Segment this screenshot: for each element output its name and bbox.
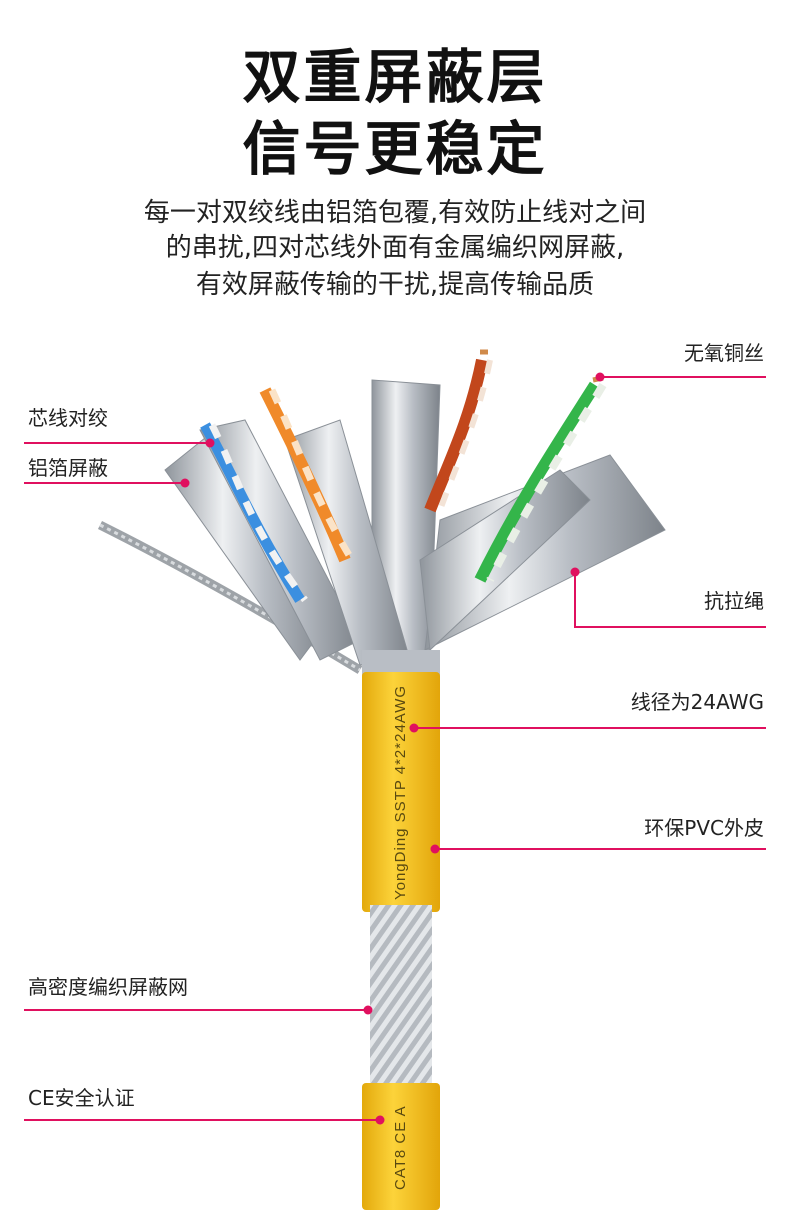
foil-shield-right2 — [419, 469, 591, 652]
pvc-jacket-upper — [362, 672, 440, 912]
label-twisted-pair: 芯线对绞 — [28, 406, 108, 430]
label-ce-cert: CE安全认证 — [28, 1086, 135, 1110]
cable-print-lower: CAT8 CE A — [392, 1105, 409, 1190]
description-line1: 每一对双绞线由铝箔包覆,有效防止线对之间 — [143, 198, 647, 228]
green-pair — [474, 381, 601, 583]
label-pvc-jacket: 环保PVC外皮 — [644, 816, 764, 840]
label-rip-cord: 抗拉绳 — [704, 589, 764, 613]
label-foil-shield: 铝箔屏蔽 — [28, 456, 108, 480]
callout-dots — [180, 372, 605, 1125]
brown-pair — [424, 358, 488, 513]
description-line3: 有效屏蔽传输的干扰,提高传输品质 — [195, 270, 595, 300]
callout-rip-cord — [574, 572, 766, 628]
pvc-jacket-lower — [362, 1083, 440, 1210]
cable-print-upper: YongDing SSTP 4*2*24AWG — [392, 685, 409, 900]
braid-shield — [370, 905, 432, 1087]
label-wire-gauge: 线径为24AWG — [630, 690, 764, 714]
headline-line1: 双重屏蔽层 — [242, 43, 548, 111]
callout-lines — [24, 376, 766, 1121]
headline-line2: 信号更稳定 — [242, 115, 548, 183]
description-line2: 的串扰,四对芯线外面有金属编织网屏蔽, — [165, 233, 625, 263]
label-oxygen-free-copper: 无氧铜丝 — [684, 341, 764, 365]
label-braid-shield: 高密度编织屏蔽网 — [28, 975, 188, 999]
